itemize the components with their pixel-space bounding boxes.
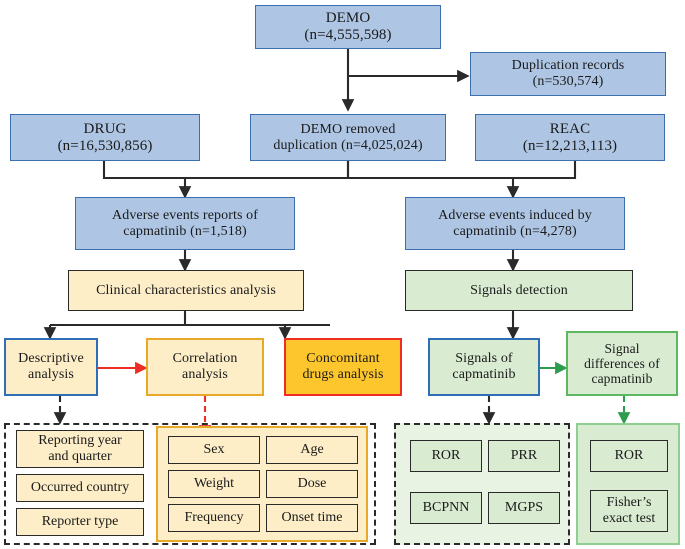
leaf-differences-ror[interactable]: ROR	[590, 440, 668, 472]
leaf-differences-ror-label: ROR	[614, 448, 644, 464]
wire-removed-to-aeinduced	[346, 161, 513, 180]
leaf-dose[interactable]: Dose	[266, 470, 358, 498]
leaf-fishers-line1: Fisher’s	[606, 495, 652, 511]
leaf-sex[interactable]: Sex	[168, 436, 260, 464]
node-demo-removed-duplication[interactable]: DEMO removed duplication (n=4,025,024)	[250, 114, 446, 161]
leaf-weight[interactable]: Weight	[168, 470, 260, 498]
node-ae-induced-line2: capmatinib (n=4,278)	[453, 223, 577, 239]
group-clinical-analysis-container	[4, 423, 376, 545]
leaf-onset-time-label: Onset time	[281, 510, 343, 526]
node-concomitant-line1: Concomitant	[306, 351, 380, 367]
wire-drug-to-aereports	[102, 161, 192, 199]
node-duplication-records-line1: Duplication records	[511, 58, 625, 74]
leaf-age[interactable]: Age	[266, 436, 358, 464]
node-signal-differences-of-capmatinib[interactable]: Signal differences of capmatinib	[566, 331, 678, 396]
node-descriptive-line1: Descriptive	[18, 351, 84, 367]
leaf-prr-label: PRR	[510, 448, 538, 464]
leaf-fishers-exact-test[interactable]: Fisher’s exact test	[590, 490, 668, 532]
node-signals-detection[interactable]: Signals detection	[405, 270, 633, 311]
node-ae-induced-line1: Adverse events induced by	[438, 207, 592, 223]
leaf-reporting-year-line2: and quarter	[48, 449, 112, 464]
node-signal-differences-line3: capmatinib	[591, 371, 653, 387]
leaf-reporter-type[interactable]: Reporter type	[16, 508, 144, 536]
leaf-prr[interactable]: PRR	[488, 440, 560, 472]
node-reac-line1: REAC	[549, 120, 591, 137]
node-clinical-characteristics-label: Clinical characteristics analysis	[96, 282, 276, 298]
node-drug-line1: DRUG	[83, 120, 127, 137]
leaf-age-label: Age	[300, 442, 324, 458]
leaf-ror-label: ROR	[431, 448, 461, 464]
leaf-onset-time[interactable]: Onset time	[266, 504, 358, 532]
leaf-frequency[interactable]: Frequency	[168, 504, 260, 532]
node-clinical-characteristics-analysis[interactable]: Clinical characteristics analysis	[68, 270, 304, 311]
leaf-occurred-country[interactable]: Occurred country	[16, 474, 144, 502]
node-correlation-line2: analysis	[182, 367, 228, 382]
node-demo-removed-line1: DEMO removed	[300, 121, 396, 137]
node-adverse-events-reports[interactable]: Adverse events reports of capmatinib (n=…	[75, 197, 295, 250]
node-reac[interactable]: REAC (n=12,213,113)	[475, 114, 665, 161]
leaf-bcpnn[interactable]: BCPNN	[410, 492, 482, 524]
node-drug[interactable]: DRUG (n=16,530,856)	[10, 114, 200, 161]
node-signal-differences-line1: Signal	[604, 340, 640, 356]
node-duplication-records-line2: (n=530,574)	[532, 74, 604, 89]
leaf-ror[interactable]: ROR	[410, 440, 482, 472]
node-correlation-line1: Correlation	[172, 351, 238, 367]
leaf-sex-label: Sex	[203, 442, 225, 458]
leaf-dose-label: Dose	[297, 476, 327, 492]
leaf-frequency-label: Frequency	[184, 510, 244, 526]
leaf-mgps[interactable]: MGPS	[488, 492, 560, 524]
node-adverse-events-induced[interactable]: Adverse events induced by capmatinib (n=…	[405, 197, 625, 250]
node-duplication-records[interactable]: Duplication records (n=530,574)	[470, 52, 666, 96]
node-signals-of-capmatinib[interactable]: Signals of capmatinib	[428, 338, 540, 396]
leaf-reporting-year-line1: Reporting year	[38, 433, 122, 449]
leaf-fishers-line2: exact test	[602, 511, 656, 526]
wire-reac-to-aeinduced	[506, 161, 577, 199]
node-signals-detection-label: Signals detection	[470, 282, 568, 298]
node-demo-removed-line2: duplication (n=4,025,024)	[273, 137, 423, 153]
leaf-bcpnn-label: BCPNN	[422, 500, 470, 516]
node-ae-reports-line1: Adverse events reports of	[112, 207, 258, 223]
node-reac-line2: (n=12,213,113)	[522, 137, 618, 154]
node-correlation-analysis[interactable]: Correlation analysis	[146, 338, 264, 396]
node-ae-reports-line2: capmatinib (n=1,518)	[123, 223, 247, 239]
leaf-weight-label: Weight	[193, 476, 235, 492]
leaf-reporting-year-and-quarter[interactable]: Reporting year and quarter	[16, 430, 144, 468]
node-signals-of-line1: Signals of	[455, 351, 513, 367]
node-drug-line2: (n=16,530,856)	[57, 137, 153, 154]
node-descriptive-line2: analysis	[28, 367, 74, 382]
node-concomitant-drugs-analysis[interactable]: Concomitant drugs analysis	[284, 338, 402, 396]
leaf-mgps-label: MGPS	[504, 500, 544, 516]
node-concomitant-line2: drugs analysis	[302, 367, 384, 382]
node-demo-line2: (n=4,555,598)	[304, 27, 392, 43]
node-demo[interactable]: DEMO (n=4,555,598)	[255, 5, 441, 49]
leaf-occurred-country-label: Occurred country	[30, 480, 130, 496]
wire-removed-to-aereports	[185, 161, 350, 180]
node-demo-line1: DEMO	[325, 10, 371, 27]
leaf-reporter-type-label: Reporter type	[41, 514, 119, 530]
node-descriptive-analysis[interactable]: Descriptive analysis	[4, 338, 98, 396]
node-signals-of-line2: capmatinib	[452, 367, 516, 382]
node-signal-differences-line2: differences of	[584, 355, 660, 371]
